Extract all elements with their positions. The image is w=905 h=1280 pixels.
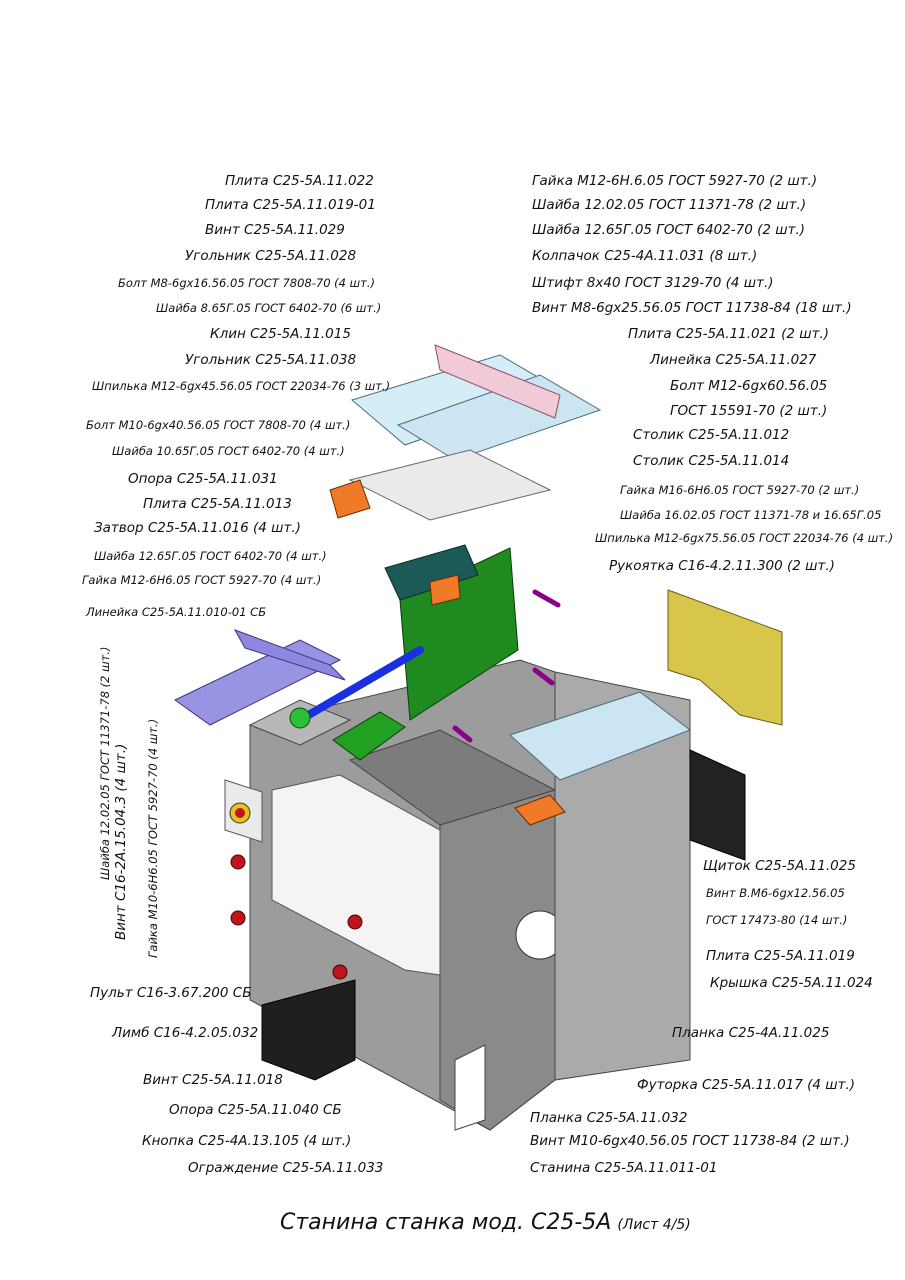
label-plita-021: Плита С25-5А.11.021 (2 шт.): [628, 326, 830, 342]
label-bolt-m8: Болт М8-6gх16.56.05 ГОСТ 7808-70 (4 шт.): [118, 276, 376, 290]
label-bolt-m12: Болт М12-6gх60.56.05: [670, 378, 828, 394]
label-stolik-014: Столик С25-5А.11.014: [633, 453, 790, 469]
label-vint-m10: Винт М10-6gх40.56.05 ГОСТ 11738-84 (2 шт…: [530, 1133, 850, 1149]
green-block: [332, 711, 406, 761]
teal-block: [384, 544, 479, 601]
label-gost-15591: ГОСТ 15591-70 (2 шт.): [670, 403, 828, 419]
label-gaika-m12-2: Гайка М12-6Н.6.05 ГОСТ 5927-70 (2 шт.): [532, 173, 818, 189]
blue-shaft: [296, 646, 424, 724]
label-shpilka-m12-75: Шпилька М12-6gх75.56.05 ГОСТ 22034-76 (4…: [595, 531, 894, 545]
lavender-ruler-arm: [233, 629, 346, 681]
orange-bracket-left: [329, 479, 371, 519]
label-lineika-027: Линейка С25-5А.11.027: [650, 352, 817, 368]
label-planka-025: Планка С25-4А.11.025: [672, 1025, 830, 1041]
label-opora-040: Опора С25-5А.11.040 СБ: [169, 1102, 342, 1118]
label-shaiba-10: Шайба 10.65Г.05 ГОСТ 6402-70 (4 шт.): [112, 444, 345, 458]
motor-block: [689, 749, 746, 861]
label-shchitok: Щиток С25-5А.11.025: [703, 858, 856, 874]
pink-ruler: [434, 344, 561, 419]
light-blue-plate-right: [509, 691, 692, 781]
label-plita-013: Плита С25-5А.11.013: [143, 496, 292, 512]
label-shaiba-12-65: Шайба 12.65Г.05 ГОСТ 6402-70 (2 шт.): [532, 222, 806, 238]
label-gost-17473: ГОСТ 17473-80 (14 шт.): [706, 913, 848, 927]
drawing-title: Станина станка мод. С25-5А (Лист 4/5): [280, 1210, 691, 1235]
label-ugolnik-028: Угольник С25-5А.11.028: [185, 248, 357, 264]
label-knopka: Кнопка С25-4А.13.105 (4 шт.): [142, 1133, 352, 1149]
label-pult: Пульт С16-3.67.200 СБ: [90, 985, 252, 1001]
label-lineika-010-01: Линейка С25-5А.11.010-01 СБ: [86, 605, 267, 619]
label-vint-m6: Винт В.М6-6gх12.56.05: [706, 886, 845, 900]
label-klin-015: Клин С25-5А.11.015: [210, 326, 351, 342]
label-plita-019-01: Плита С25-5А.11.019-01: [205, 197, 376, 213]
yellow-cover: [667, 589, 783, 726]
label-vint-029: Винт С25-5А.11.029: [205, 222, 345, 238]
orange-bracket-right: [514, 794, 566, 826]
label-kryshka: Крышка С25-5А.11.024: [710, 975, 873, 991]
label-ugolnik-038: Угольник С25-5А.11.038: [185, 352, 357, 368]
label-kolpachok: Колпачок С25-4А.11.031 (8 шт.): [532, 248, 758, 264]
label-gaika-m12-4: Гайка М12-6Н6.05 ГОСТ 5927-70 (4 шт.): [82, 573, 322, 587]
label-plita-019: Плита С25-5А.11.019: [706, 948, 855, 964]
label-rukoyatka: Рукоятка С16-4.2.11.300 (2 шт.): [609, 558, 835, 574]
label-shpilka-m12-45: Шпилька М12-6gх45.56.05 ГОСТ 22034-76 (3…: [92, 379, 391, 393]
label-shaiba-12-02: Шайба 12.02.05 ГОСТ 11371-78 (2 шт.): [532, 197, 807, 213]
label-planka-032: Планка С25-5А.11.032: [530, 1110, 688, 1126]
label-shaiba-12-4: Шайба 12.65Г.05 ГОСТ 6402-70 (4 шт.): [94, 549, 327, 563]
drawing-title-text: Станина станка мод. С25-5А: [280, 1210, 612, 1235]
label-vert-gaika: Гайка М10-6Н6.05 ГОСТ 5927-70 (4 шт.): [146, 718, 160, 958]
sheet-number: (Лист 4/5): [617, 1217, 691, 1233]
label-futorka: Футорка С25-5А.11.017 (4 шт.): [637, 1077, 856, 1093]
label-zatvor-016: Затвор С25-5А.11.016 (4 шт.): [94, 520, 301, 536]
label-opora-031: Опора С25-5А.11.031: [128, 471, 278, 487]
magenta-bolts: [452, 589, 561, 743]
label-stolik-012: Столик С25-5А.11.012: [633, 427, 790, 443]
label-vert-vint: Винт С16-2А.15.04.3 (4 шт.): [113, 743, 129, 940]
label-vint-m8: Винт М8-6gх25.56.05 ГОСТ 11738-84 (18 шт…: [532, 300, 852, 316]
label-gaika-m16: Гайка М16-6Н6.05 ГОСТ 5927-70 (2 шт.): [620, 483, 860, 497]
label-ograzhdenie: Ограждение С25-5А.11.033: [188, 1160, 384, 1176]
orange-bracket-small: [429, 574, 461, 606]
support-block: [261, 979, 356, 1081]
guard-panel: [271, 774, 441, 976]
label-vint-018: Винт С25-5А.11.018: [143, 1072, 283, 1088]
label-vert-shaiba: Шайба 12.02.05 ГОСТ 11371-78 (2 шт.): [98, 646, 112, 881]
label-shaiba-8: Шайба 8.65Г.05 ГОСТ 6402-70 (6 шт.): [156, 301, 382, 315]
label-stanina: Станина С25-5А.11.011-01: [530, 1160, 718, 1176]
label-limb: Лимб С16-4.2.05.032: [112, 1025, 259, 1041]
label-bolt-m10: Болт М10-6gх40.56.05 ГОСТ 7808-70 (4 шт.…: [86, 418, 351, 432]
red-buttons: [230, 854, 363, 980]
handwheel: [289, 707, 311, 729]
label-shtift: Штифт 8х40 ГОСТ 3129-70 (4 шт.): [532, 275, 774, 291]
white-table: [348, 449, 552, 521]
label-plita-022: Плита С25-5А.11.022: [225, 173, 374, 189]
label-shaiba-16: Шайба 16.02.05 ГОСТ 11371-78 и 16.65Г.05: [620, 508, 882, 522]
